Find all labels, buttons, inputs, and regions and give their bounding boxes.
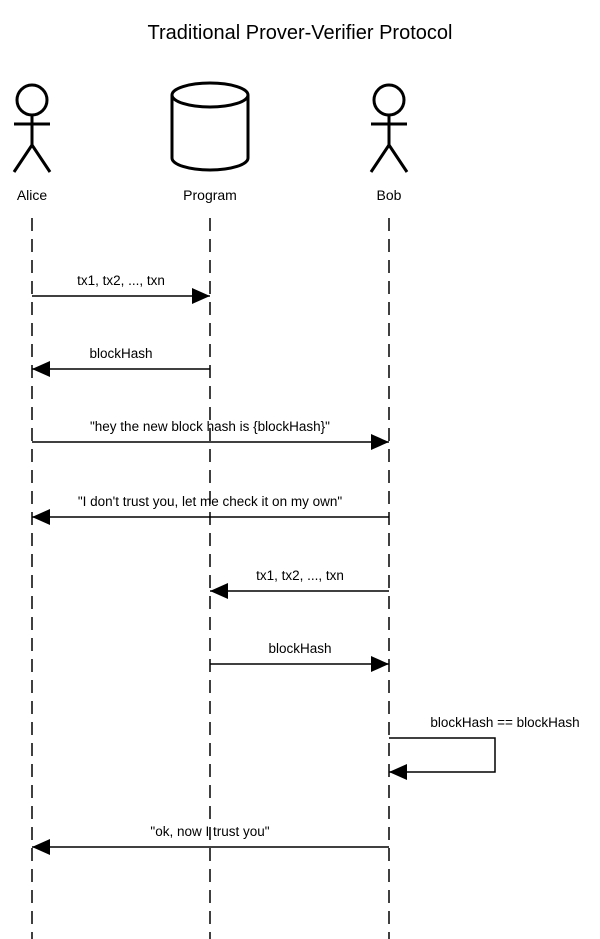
- participant-label: Bob: [377, 187, 402, 203]
- message-label: blockHash: [268, 641, 331, 656]
- message-label: blockHash == blockHash: [430, 715, 579, 730]
- message-5: tx1, tx2, ..., txn: [210, 568, 389, 599]
- participant-label: Alice: [17, 187, 48, 203]
- message-label: "hey the new block hash is {blockHash}": [90, 419, 330, 434]
- message-label: "ok, now I trust you": [150, 824, 269, 839]
- message-label: tx1, tx2, ..., txn: [77, 273, 165, 288]
- message-3: "hey the new block hash is {blockHash}": [32, 419, 389, 450]
- stick-figure-icon: [369, 83, 409, 173]
- participant-alice: Alice: [12, 83, 52, 203]
- message-7-self: blockHash == blockHash: [389, 715, 580, 780]
- participant-program: Program: [170, 81, 250, 203]
- message-2: blockHash: [32, 346, 210, 377]
- message-6: blockHash: [210, 641, 389, 672]
- participant-bob: Bob: [369, 83, 409, 203]
- message-label: "I don't trust you, let me check it on m…: [78, 494, 342, 509]
- database-cylinder-icon: [170, 81, 250, 172]
- diagram-title: Traditional Prover-Verifier Protocol: [148, 22, 453, 44]
- participant-label: Program: [183, 187, 237, 203]
- message-label: tx1, tx2, ..., txn: [256, 568, 344, 583]
- message-label: blockHash: [89, 346, 152, 361]
- message-4: "I don't trust you, let me check it on m…: [32, 494, 389, 525]
- message-1: tx1, tx2, ..., txn: [32, 273, 210, 304]
- message-8: "ok, now I trust you": [32, 824, 389, 855]
- stick-figure-icon: [12, 83, 52, 173]
